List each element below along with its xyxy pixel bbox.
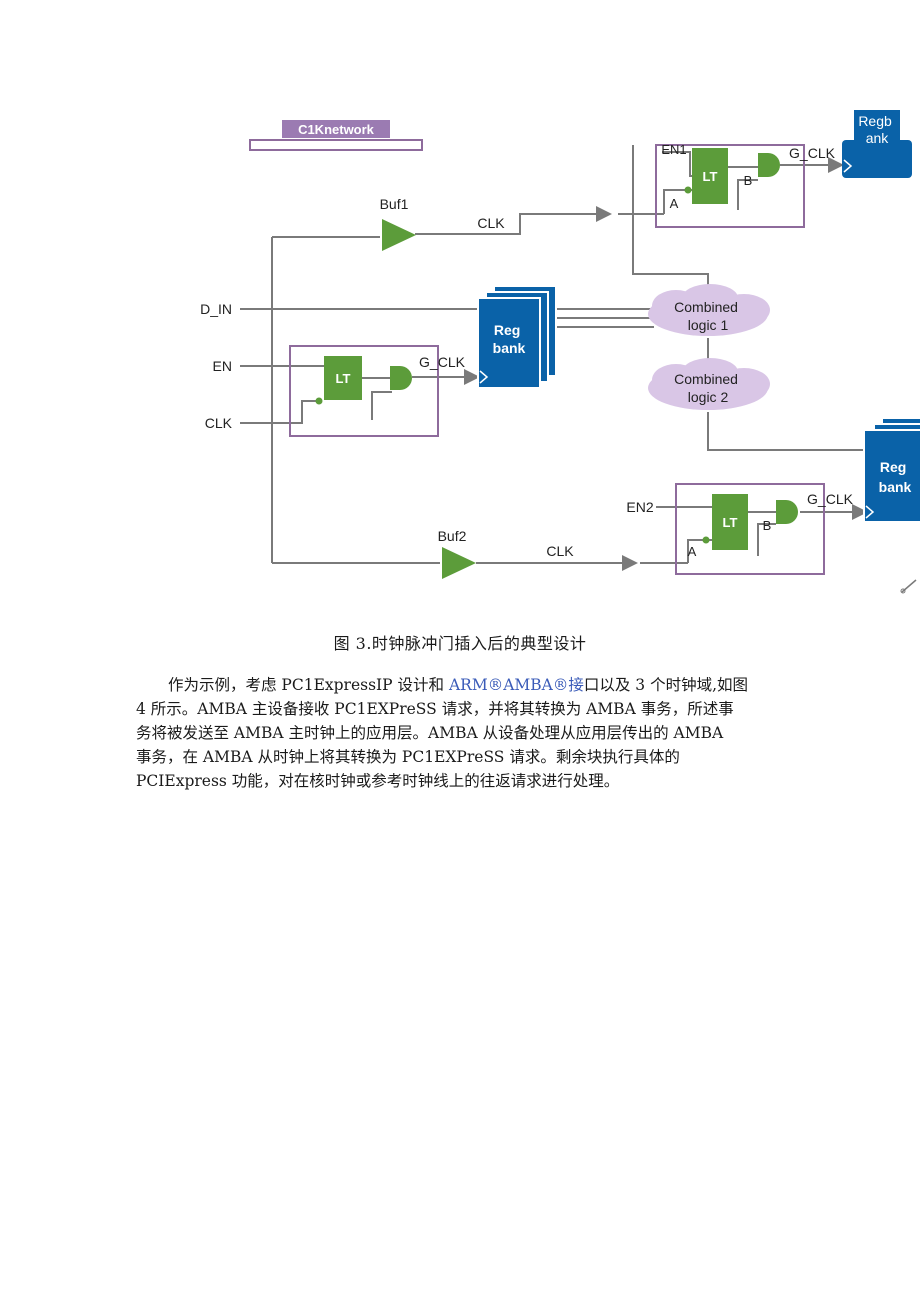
paragraph-line-4: 事务，在 AMBA 从时钟上将其转换为 PC1EXPreSS 请求。剩余块执行具… — [136, 748, 680, 766]
reg-bank-bottom-right: Reg bank — [863, 417, 920, 523]
network-label: C1Knetwork — [298, 122, 375, 137]
d-in-label: D_IN — [200, 301, 232, 317]
buf2-label: Buf2 — [438, 528, 467, 544]
svg-text:Reg bank: Reg bank — [879, 459, 912, 495]
paragraph-line-5: PCIExpress 功能，对在核时钟或参考时钟线上的往返请求进行处理。 — [136, 772, 620, 790]
paragraph-line-2: 4 所示。AMBA 主设备接收 PC1EXPreSS 请求，并将其转换为 AMB… — [136, 700, 734, 718]
lt-label-top: LT — [703, 169, 718, 184]
g-clk-label-left: G_CLK — [419, 354, 466, 370]
arm-amba-link[interactable]: ARM®AMBA®接 — [448, 676, 584, 694]
svg-text:Combined logic 1: Combined logic 1 — [674, 299, 742, 333]
combined-logic-1-line1: Combined — [674, 299, 738, 315]
pin-a-bottom: A — [688, 544, 697, 559]
bottom-bank-line1: Reg — [880, 459, 906, 475]
clk-label-buf2: CLK — [546, 543, 574, 559]
reg-bank-line1: Reg — [494, 322, 520, 338]
combined-logic-2: Combined logic 2 — [648, 358, 770, 410]
figure-caption: 图 3.时钟脉冲门插入后的典型设计 — [333, 634, 587, 653]
lt-label-bottom: LT — [723, 515, 738, 530]
combined-logic-2-line1: Combined — [674, 371, 738, 387]
reg-bank-line2: bank — [493, 340, 526, 356]
edge-fragment-dot — [900, 588, 906, 594]
svg-text:Regb ank: Regb ank — [858, 113, 895, 146]
combined-logic-1: Combined logic 1 — [648, 284, 770, 336]
network-box: C1Knetwork — [249, 120, 423, 151]
en-label: EN — [213, 358, 232, 374]
edge-fragment — [901, 579, 917, 593]
buf2-triangle — [442, 547, 476, 579]
g-clk-label-bottom: G_CLK — [807, 491, 854, 507]
buf1-label: Buf1 — [380, 196, 409, 212]
combined-logic-1-line2: logic 1 — [688, 317, 729, 333]
clock-gating-diagram: C1Knetwork — [200, 110, 920, 594]
clk-label-buf1: CLK — [477, 215, 505, 231]
clk-input-label: CLK — [205, 415, 233, 431]
paragraph-line-1: 作为示例，考虑 PC1ExpressIP 设计和 ARM®AMBA®接口以及 3… — [136, 673, 781, 697]
reg-bank-center: Reg bank — [477, 285, 557, 389]
combined-logic-2-line2: logic 2 — [688, 389, 729, 405]
en1-label: EN1 — [661, 142, 686, 157]
paragraph-line-1-b: 口以及 3 个时钟域,如图 — [583, 676, 749, 694]
g-clk-label-top: G_CLK — [789, 145, 836, 161]
bottom-bank-line2: bank — [879, 479, 912, 495]
lt-label-left: LT — [336, 371, 351, 386]
paragraph-line-3: 务将被发送至 AMBA 主时钟上的应用层。AMBA 从设备处理从应用层传出的 A… — [136, 724, 724, 742]
reg-bank-label-center: Reg bank — [493, 322, 526, 356]
pin-b-top: B — [744, 173, 753, 188]
buf1-triangle — [382, 219, 416, 251]
top-bank-line1: Regb — [858, 113, 892, 129]
paragraph-line-1-a: 作为示例，考虑 PC1ExpressIP 设计和 — [168, 676, 449, 694]
pin-a-top: A — [670, 196, 679, 211]
top-bank-line2: ank — [866, 130, 890, 146]
reg-bank-top-right: Regb ank — [842, 110, 912, 178]
wires — [240, 145, 868, 571]
body-paragraph: 作为示例，考虑 PC1ExpressIP 设计和 ARM®AMBA®接口以及 3… — [136, 673, 781, 793]
svg-text:Combined logic 2: Combined logic 2 — [674, 371, 742, 405]
pin-b-bottom: B — [763, 518, 772, 533]
en2-label: EN2 — [626, 499, 653, 515]
clock-gate-left: LT G_CLK — [289, 345, 466, 437]
clock-gate-top-right: LT EN1 A B G_CLK — [655, 142, 836, 228]
clock-gate-bottom-right: LT EN2 A B G_CLK — [626, 483, 854, 575]
